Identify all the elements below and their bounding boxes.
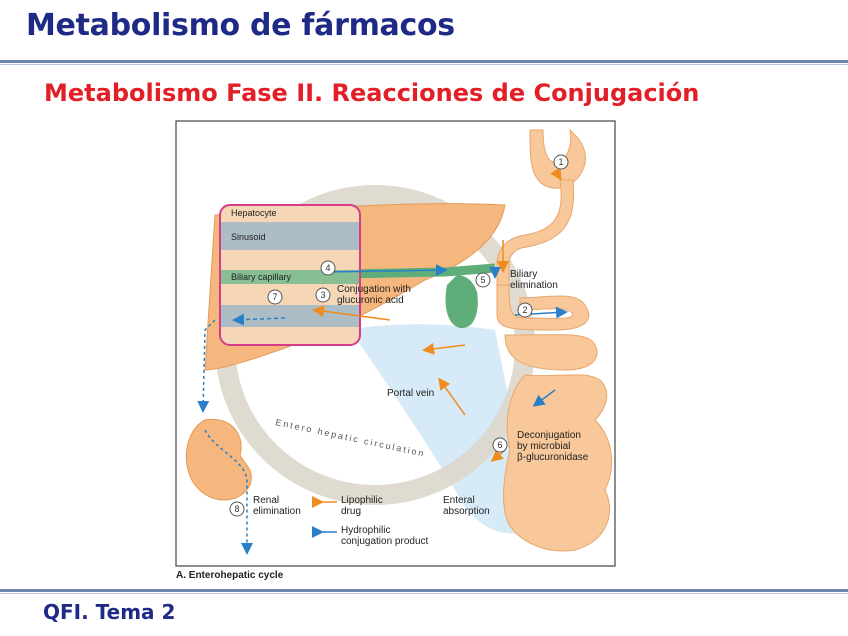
slide-footer: QFI. Tema 2 (43, 600, 175, 624)
step-4: 4 (325, 263, 330, 273)
step-7: 7 (272, 292, 277, 302)
label-conjugation-1: Conjugation with (337, 284, 411, 295)
label-biliary-capillary: Biliary capillary (231, 272, 292, 282)
label-biliary-elimination-1: Biliary (510, 269, 537, 280)
label-renal-2: elimination (253, 506, 301, 517)
header-divider (0, 60, 848, 63)
label-deconjugation-1: Deconjugation (517, 430, 581, 441)
legend-hydrophilic-1: Hydrophilic (341, 525, 390, 536)
label-renal-1: Renal (253, 495, 279, 506)
slide-subtitle: Metabolismo Fase II. Reacciones de Conju… (44, 79, 699, 107)
legend-hydrophilic-2: conjugation product (341, 536, 429, 547)
label-portal-vein: Portal vein (387, 388, 434, 399)
step-1: 1 (558, 157, 563, 167)
legend-lipophilic-2: drug (341, 506, 361, 517)
step-5: 5 (480, 275, 485, 285)
enterohepatic-cycle-diagram: 1 2 3 4 5 6 7 8 Hepatocyte Sinusoid Bili… (175, 120, 616, 567)
step-6: 6 (497, 440, 502, 450)
footer-divider (0, 589, 848, 592)
label-enteral-2: absorption (443, 506, 490, 517)
label-biliary-elimination-2: elimination (510, 280, 558, 291)
slide-title: Metabolismo de fármacos (26, 8, 455, 43)
step-2: 2 (522, 305, 527, 315)
footer-divider-thin (0, 593, 848, 594)
step-8: 8 (234, 504, 239, 514)
label-deconjugation-3: β-glucuronidase (517, 452, 589, 463)
step-3: 3 (320, 290, 325, 300)
figure-caption: A. Enterohepatic cycle (176, 570, 283, 581)
legend-lipophilic-1: Lipophilic (341, 495, 383, 506)
label-hepatocyte: Hepatocyte (231, 208, 277, 218)
label-deconjugation-2: by microbial (517, 441, 570, 452)
label-conjugation-2: glucuronic acid (337, 295, 404, 306)
label-sinusoid: Sinusoid (231, 232, 266, 242)
sinusoid-band-lower (221, 305, 359, 327)
header-divider-thin (0, 64, 848, 65)
label-enteral-1: Enteral (443, 495, 475, 506)
